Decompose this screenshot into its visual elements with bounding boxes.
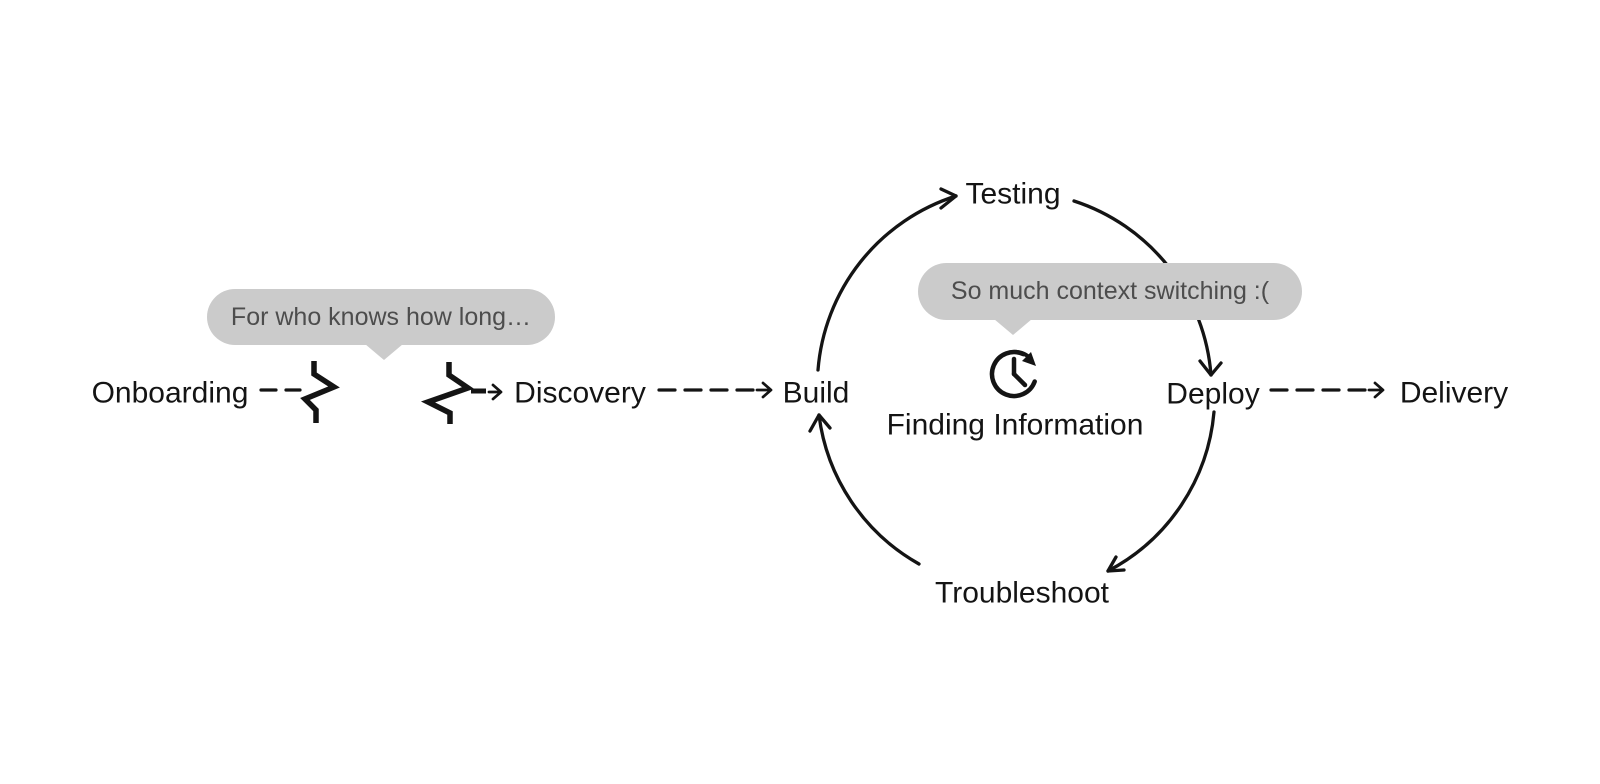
node-label-troubleshoot: Troubleshoot: [935, 576, 1109, 610]
node-label-onboarding: Onboarding: [91, 376, 249, 410]
arc-build-to-testing: [816, 187, 958, 372]
arrowhead-icon: [1198, 359, 1223, 377]
node-label-testing: Testing: [965, 177, 1061, 211]
arc-deploy-to-troubleshoot: [1106, 410, 1216, 573]
speech-bubble-text: So much context switching :(: [950, 277, 1270, 305]
clock-hand: [1011, 371, 1028, 388]
node-label-deploy: Deploy: [1166, 377, 1260, 411]
speech-bubble-context-switching: So much context switching :(: [918, 263, 1302, 335]
clock-clockwise-icon: [989, 349, 1037, 399]
speech-bubble-waiting: For who knows how long…: [207, 289, 555, 360]
arrowhead-icon: [1106, 555, 1126, 573]
cycle-arcs: [808, 187, 1223, 573]
arrowhead-icon: [939, 187, 958, 210]
node-label-build: Build: [782, 376, 850, 410]
arrowhead-icon: [487, 383, 503, 401]
speech-bubble-text: For who knows how long…: [230, 302, 532, 331]
arrowhead-icon: [808, 413, 832, 433]
break-zigzag-icon: [420, 362, 475, 424]
connector-onboarding-discovery: [259, 361, 503, 424]
node-label-discovery: Discovery: [514, 376, 646, 410]
clock-face: [989, 349, 1037, 399]
node-label-delivery: Delivery: [1399, 376, 1509, 410]
arc-troubleshoot-to-build: [808, 413, 921, 566]
rotate-arrowhead: [1022, 352, 1036, 366]
arrowhead-icon: [755, 381, 773, 399]
connector-discovery-build: [657, 381, 773, 399]
node-label-finding-information: Finding Information: [886, 408, 1144, 442]
connector-deploy-delivery: [1269, 381, 1385, 399]
arrowhead-icon: [1367, 381, 1385, 399]
break-zigzag-icon: [300, 361, 340, 423]
